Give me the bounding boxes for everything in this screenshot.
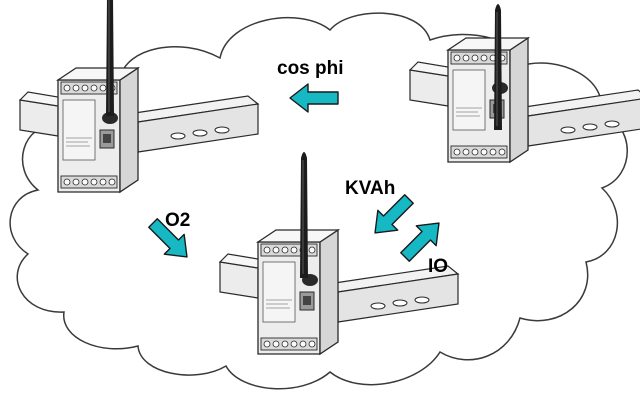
antenna-icon [493,3,503,131]
label-cos-phi: cos phi [277,58,344,79]
antenna-icon [299,151,309,279]
label-kvah: KVAh [345,178,395,199]
label-o2: O2 [165,210,190,231]
antenna-icon [105,0,115,117]
label-io: IO [428,256,448,277]
